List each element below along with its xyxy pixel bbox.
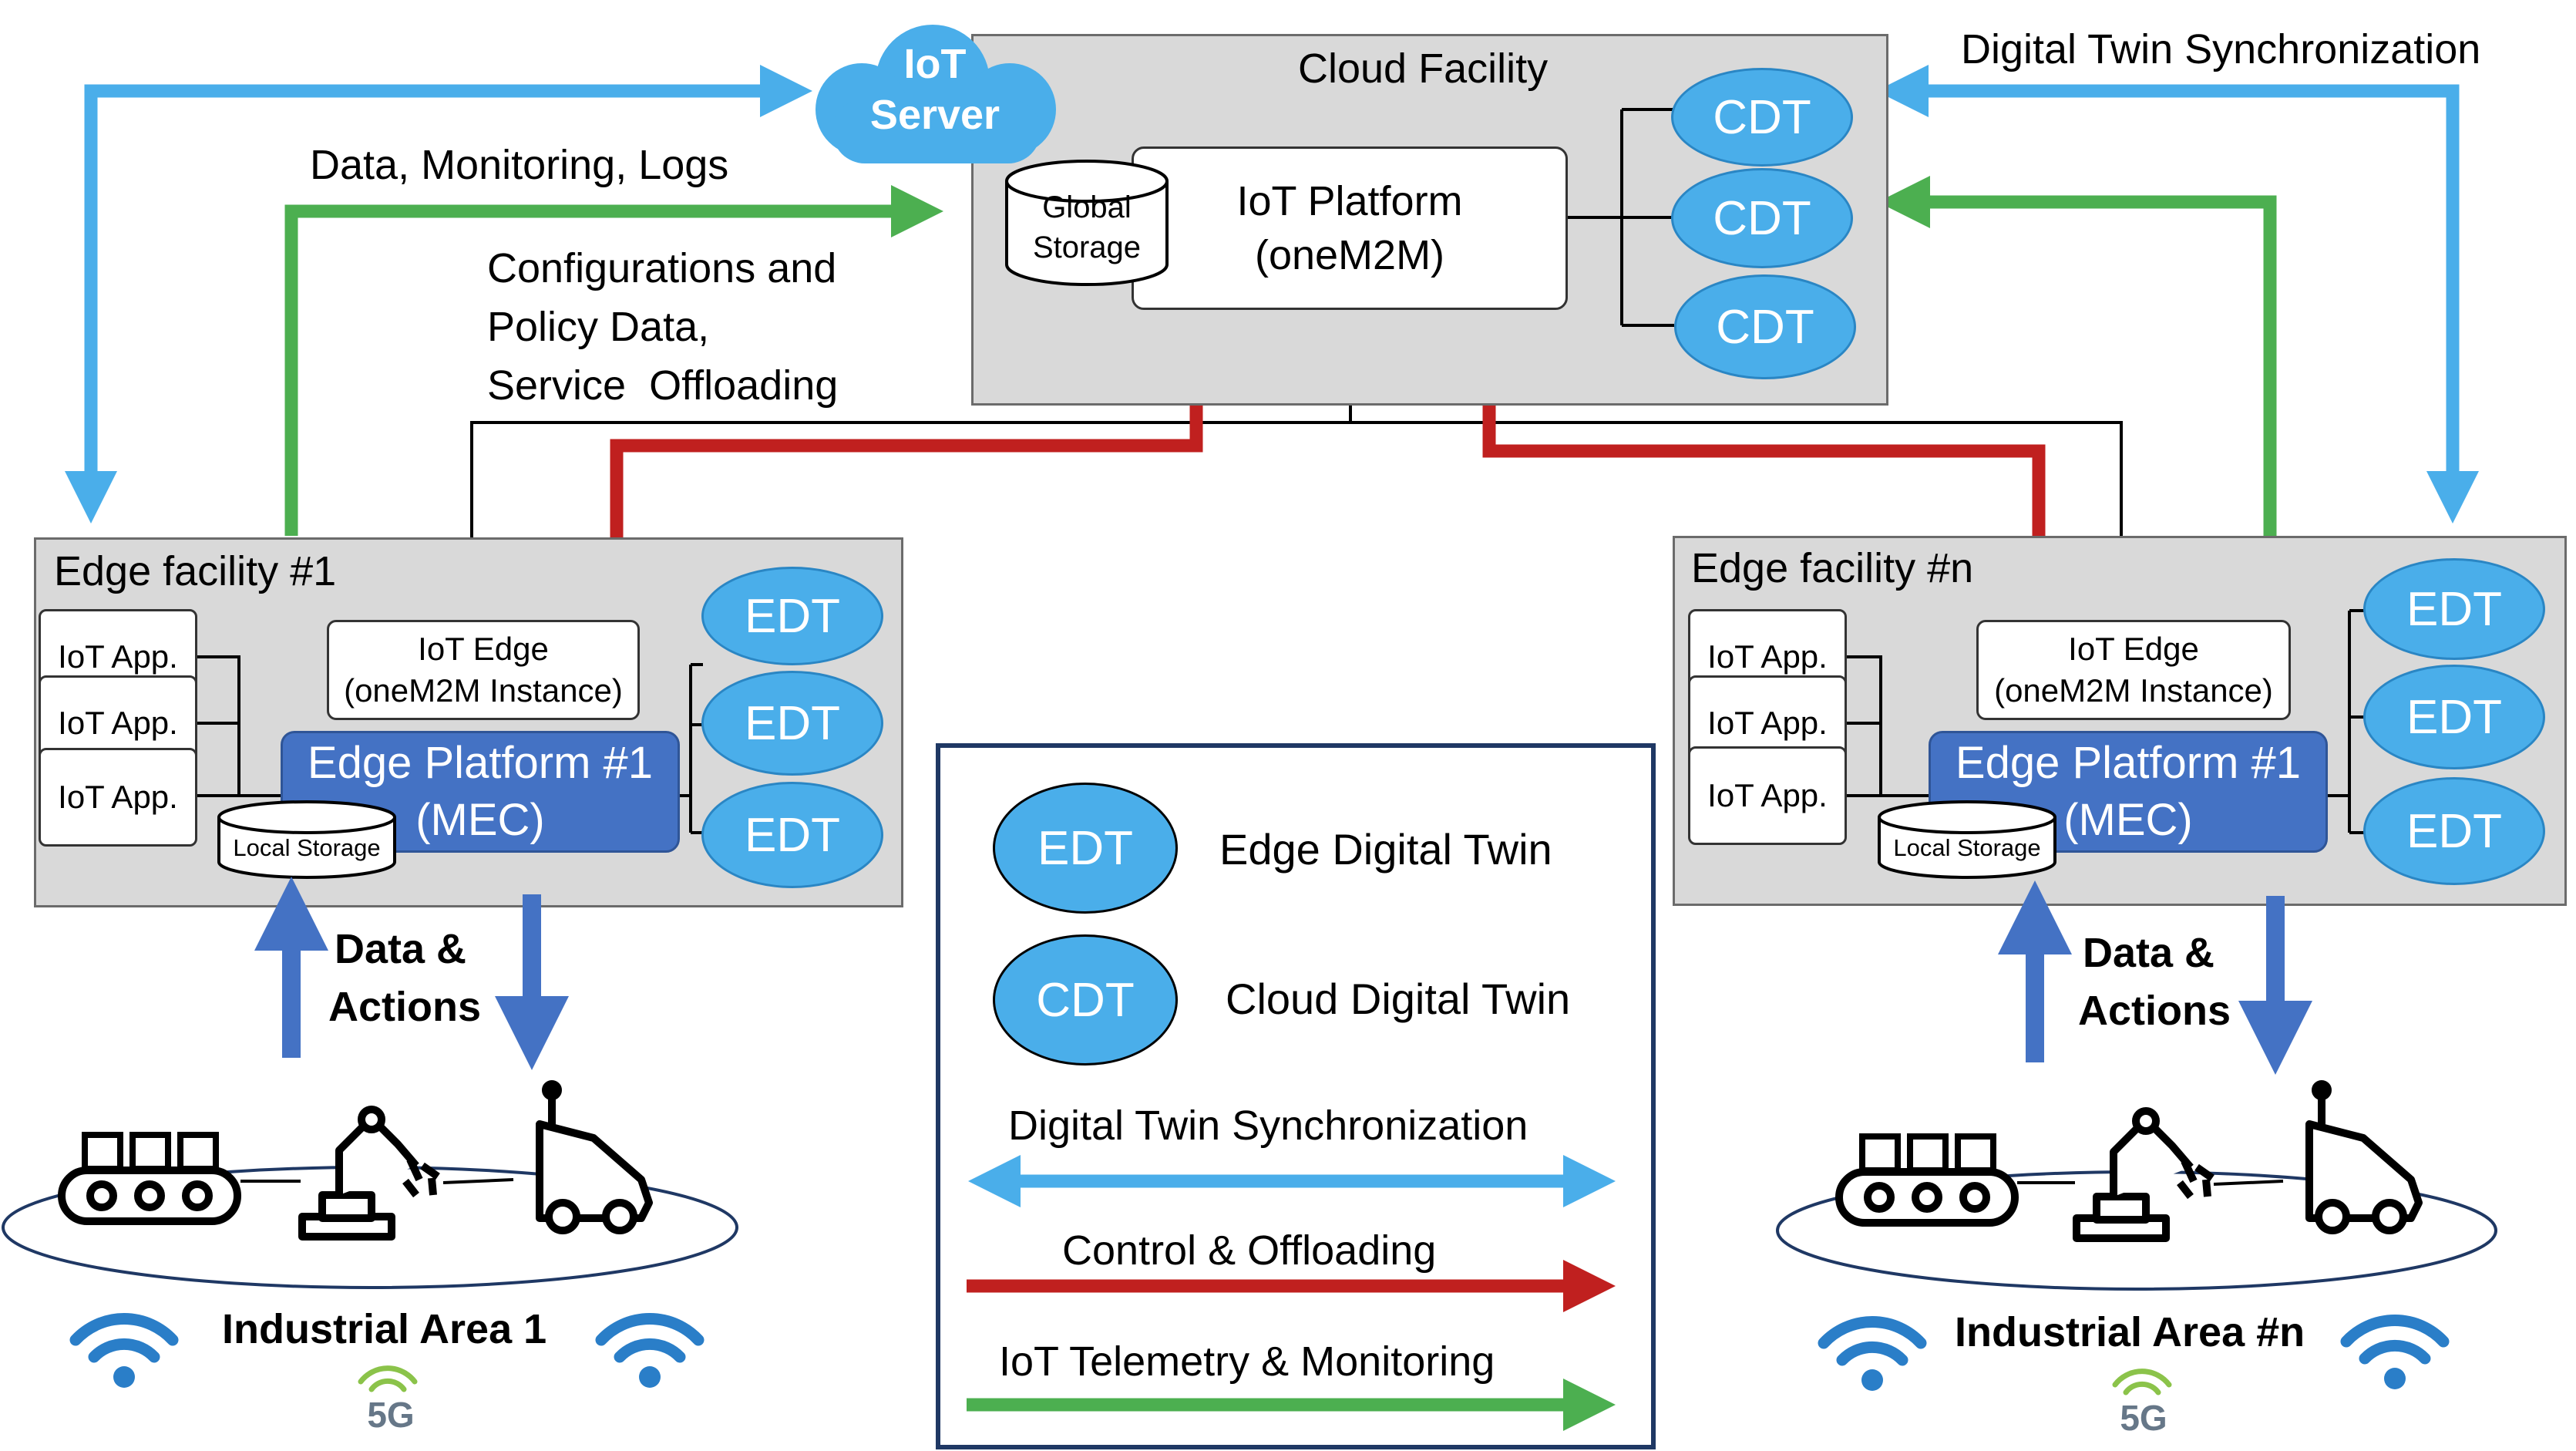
edge1-edt-twin-1: EDT [701,567,883,665]
edge1-edt-twin-2: EDT [701,671,883,776]
legend-cdt-symbol: CDT [993,934,1178,1066]
edgen-data-actions-line2: Actions [2078,988,2231,1034]
edgen-edt-twin-1: EDT [2363,558,2545,660]
iot-server-cloud-icon [816,25,1056,163]
legend-sync-label: Digital Twin Synchronization [1008,1103,1528,1149]
5g-label: 5G [2120,1398,2167,1438]
edge-facility-n-title: Edge facility #n [1691,545,1974,591]
conveyor-icon [58,1132,241,1225]
edgen-edt-twin-2: EDT [2363,665,2545,769]
edgen-iot-edge-line1: IoT Edge [2068,631,2199,667]
5g-signal-icon [358,1365,418,1392]
edge1-platform-line1: Edge Platform #1 [307,738,654,788]
edge-facility-1-title: Edge facility #1 [54,548,337,594]
industrial-area-n-label: Industrial Area #n [1955,1309,2305,1355]
edgen-iot-app-3: IoT App. [1688,746,1847,845]
edge1-edt-twin-3: EDT [701,782,883,888]
edge1-iot-edge-line1: IoT Edge [418,631,549,667]
conveyor-icon [1835,1133,2019,1227]
iot-server-label: IoT Server [802,39,1068,140]
wifi-icon [2340,1315,2450,1389]
edgen-edt-twin-3: EDT [2363,777,2545,885]
iot-platform-line2: (oneM2M) [1254,232,1445,278]
autonomous-vehicle-icon [2305,1080,2423,1234]
cdt-twin-3: CDT [1674,274,1856,379]
iot-platform-box: IoT Platform (oneM2M) [1132,146,1568,310]
dt-sync-top-label: Digital Twin Synchronization [1961,26,2481,72]
config-label-line1: Configurations and [487,245,837,291]
robot-arm-icon [298,1106,440,1241]
global-storage-line2: Storage [1032,231,1142,264]
industrial-area-1-scene [2,1080,738,1289]
edgen-local-storage-label: Local Storage [1893,834,2041,861]
industrial-area-n-scene [1776,1080,2497,1291]
edge1-iot-edge-box: IoT Edge (oneM2M Instance) [327,620,640,720]
wifi-icon [595,1313,705,1388]
edge1-iot-edge-line2: (oneM2M Instance) [344,672,623,709]
5g-signal-icon [2112,1369,2172,1395]
config-label-line2: Policy Data, [487,304,710,350]
edgen-platform-line2: (MEC) [2063,795,2193,845]
legend-cdt-label: Cloud Digital Twin [1226,975,1571,1023]
legend-telemetry-label: IoT Telemetry & Monitoring [999,1338,1495,1385]
cloud-facility-title: Cloud Facility [1298,45,1549,92]
5g-label: 5G [367,1395,415,1435]
sync-arrow-left [65,65,812,524]
legend-edt-label: Edge Digital Twin [1219,825,1552,874]
edgen-iot-edge-box: IoT Edge (oneM2M Instance) [1976,620,2291,720]
config-label-line3: Service Offloading [487,362,839,409]
global-storage-line1: Global [1042,190,1132,224]
wifi-icon [69,1313,179,1388]
edgen-iot-edge-line2: (oneM2M Instance) [1994,672,2273,709]
edge1-data-actions-line2: Actions [328,984,482,1030]
edgen-data-actions-line1: Data & [2083,930,2215,976]
sync-arrow-right [1876,65,2479,524]
edgen-platform-line1: Edge Platform #1 [1955,738,2302,788]
iot-server-line1: IoT [903,41,967,87]
legend-control-label: Control & Offloading [1062,1227,1437,1274]
edge1-data-actions-line1: Data & [335,926,467,972]
industrial-area-1-label: Industrial Area 1 [222,1306,547,1352]
edge1-platform: Edge Platform #1 (MEC) [281,731,680,853]
wifi-icon [1818,1316,1927,1391]
legend-edt-symbol: EDT [993,783,1178,914]
iot-server-line2: Server [869,92,1000,138]
edge1-local-storage-label: Local Storage [233,834,381,861]
telemetry-arrow-right [1878,176,2277,536]
iot-platform-line1: IoT Platform [1236,178,1463,224]
edgen-iot-app-2: IoT App. [1688,675,1847,771]
cdt-twin-1: CDT [1671,68,1853,167]
edge1-iot-app-3: IoT App. [39,748,197,847]
edgen-local-storage-cylinder [1878,800,2056,879]
autonomous-vehicle-icon [536,1080,653,1234]
global-storage-label: Global Storage [1002,187,1172,268]
global-storage-cylinder [1005,160,1169,286]
data-monitoring-label: Data, Monitoring, Logs [310,142,729,188]
telemetry-arrow-left [284,185,943,536]
cdt-twin-2: CDT [1671,168,1853,268]
edge1-platform-line2: (MEC) [415,795,545,845]
robot-arm-icon [2073,1107,2214,1242]
